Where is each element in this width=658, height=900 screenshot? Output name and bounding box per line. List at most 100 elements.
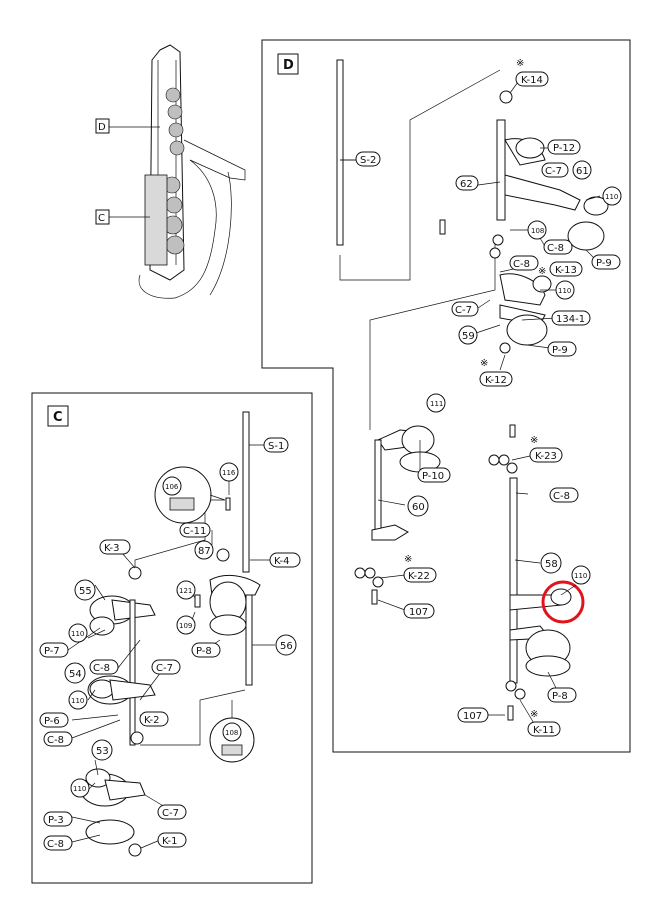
label-110-c-mid-text: 110 xyxy=(71,697,84,705)
label-c7-c-low xyxy=(157,804,187,820)
label-k22-text: K-22 xyxy=(408,571,430,582)
label-p7 xyxy=(39,642,69,658)
label-c11-text: C-11 xyxy=(183,526,206,537)
panel-c-title: C xyxy=(53,410,63,425)
callout-c-box xyxy=(95,209,110,225)
label-110-mid-text: 110 xyxy=(558,287,571,295)
label-110-upper xyxy=(602,186,622,206)
rod-58-assembly xyxy=(488,424,572,721)
label-c7-mid-text: C-7 xyxy=(455,305,472,316)
label-56-text: 56 xyxy=(280,641,293,652)
label-55 xyxy=(74,579,96,601)
label-c7-c-mid-text: C-7 xyxy=(156,663,173,674)
label-107-upper-text: 107 xyxy=(409,607,428,618)
label-55-text: 55 xyxy=(79,586,92,597)
label-60-text: 60 xyxy=(412,502,425,513)
label-k13 xyxy=(549,261,583,277)
label-k4-text: K-4 xyxy=(274,556,289,567)
callout-d-box xyxy=(95,118,110,134)
label-k3-text: K-3 xyxy=(104,543,119,554)
label-c8-upper xyxy=(543,239,573,255)
label-k4 xyxy=(269,552,301,568)
asterisk-k13: ※ xyxy=(538,266,546,277)
key-k4-assembly xyxy=(194,497,261,636)
label-k2 xyxy=(139,711,169,727)
panel-d: D xyxy=(261,39,631,753)
label-p6-text: P-6 xyxy=(44,716,60,727)
label-107-lower xyxy=(457,707,489,723)
label-s2-text: S-2 xyxy=(360,155,376,166)
label-c8-c-low-text: C-8 xyxy=(47,839,64,850)
label-k11-text: K-11 xyxy=(533,725,555,736)
label-k13-text: K-13 xyxy=(555,265,577,276)
label-k14-text: K-14 xyxy=(521,75,543,86)
label-c8-low xyxy=(549,487,579,503)
label-110-c-top-text: 110 xyxy=(71,630,84,638)
label-k3 xyxy=(99,539,131,555)
label-62 xyxy=(455,175,479,191)
label-60 xyxy=(407,495,429,517)
label-p8-text: P-8 xyxy=(552,691,568,702)
label-109-text: 109 xyxy=(179,622,192,630)
panel-c-border xyxy=(31,392,313,884)
label-c8-upper-text: C-8 xyxy=(547,243,564,254)
saxophone-overview: D C xyxy=(95,44,246,299)
label-k11 xyxy=(527,721,561,737)
label-110-c-top xyxy=(68,623,88,643)
panel-d-title: D xyxy=(283,58,294,73)
label-87 xyxy=(194,540,214,560)
label-k14 xyxy=(515,71,549,87)
label-p7-text: P-7 xyxy=(44,646,60,657)
label-k1-text: K-1 xyxy=(162,836,177,847)
asterisk-k12: ※ xyxy=(480,358,488,369)
spring-106-callout xyxy=(154,466,226,524)
callout-d-label: D xyxy=(98,122,106,133)
label-121 xyxy=(176,580,196,600)
label-134-1 xyxy=(551,310,591,326)
label-59 xyxy=(458,325,478,345)
label-58 xyxy=(540,552,562,574)
label-110-upper-text: 110 xyxy=(605,193,618,201)
label-p6 xyxy=(39,712,69,728)
label-107-upper xyxy=(403,603,435,619)
label-111-text: 111 xyxy=(430,400,443,408)
middle-key-cluster xyxy=(499,273,552,354)
label-106-c-text: 106 xyxy=(165,483,179,491)
label-p10-text: P-10 xyxy=(422,471,444,482)
key-53-assembly xyxy=(80,768,146,857)
panel-d-labels: S-2 K-14 P-12 62 C-7 61 110 108 C-8 P-9 … xyxy=(355,58,622,737)
label-s1 xyxy=(263,437,289,453)
label-c7-c-mid xyxy=(151,659,181,675)
label-c8-mid xyxy=(509,255,539,271)
label-c7-c-low-text: C-7 xyxy=(162,808,179,819)
label-61-text: 61 xyxy=(576,166,589,177)
label-c8-low-text: C-8 xyxy=(553,491,570,502)
label-p12-text: P-12 xyxy=(553,143,575,154)
label-110-c-mid xyxy=(68,690,88,710)
callout-c-label: C xyxy=(98,213,105,224)
key-stack-d xyxy=(165,87,185,156)
label-56 xyxy=(275,634,297,656)
panel-d-border xyxy=(261,39,631,753)
label-k22 xyxy=(403,567,437,583)
label-58-text: 58 xyxy=(545,559,558,570)
label-k2-text: K-2 xyxy=(144,715,159,726)
label-s1-text: S-1 xyxy=(268,441,284,452)
label-c7-upper-text: C-7 xyxy=(545,166,562,177)
label-110-mid xyxy=(555,280,575,300)
key-55-assembly xyxy=(89,566,156,746)
panel-c: C xyxy=(31,392,313,884)
key-stack-c xyxy=(144,174,185,266)
label-p9-upper-text: P-9 xyxy=(596,258,612,269)
label-107-lower-text: 107 xyxy=(463,711,482,722)
label-c7-upper xyxy=(541,162,569,178)
rod-s1 xyxy=(242,411,250,573)
highlight-circle xyxy=(541,580,585,624)
label-k1 xyxy=(157,832,187,848)
label-53-text: 53 xyxy=(96,746,109,757)
label-p10 xyxy=(417,467,451,483)
label-c8-c-top-text: C-8 xyxy=(93,663,110,674)
rod-s2 xyxy=(336,59,344,246)
label-61 xyxy=(572,160,592,180)
